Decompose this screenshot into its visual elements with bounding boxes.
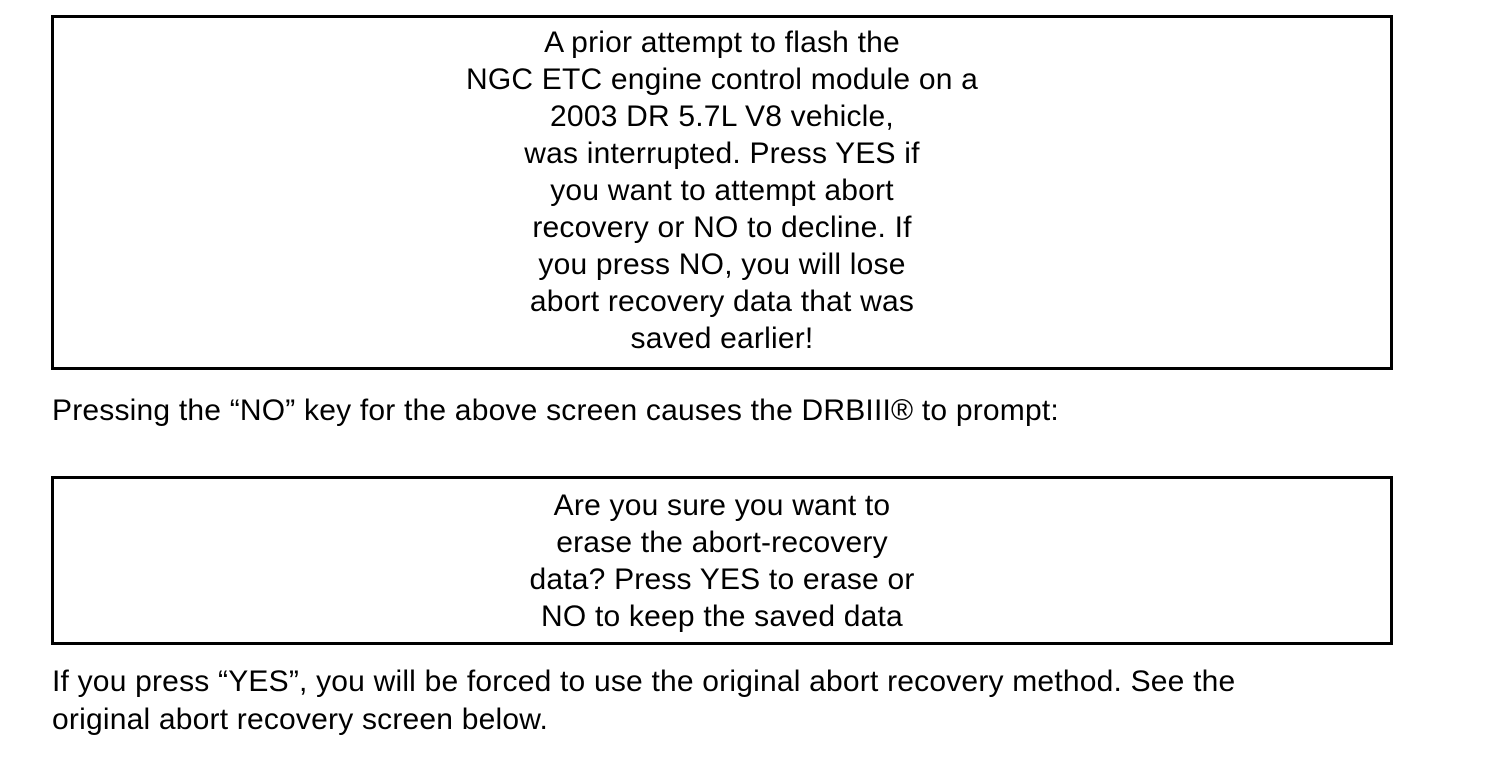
- screen-line: you press NO, you will lose: [538, 248, 906, 281]
- screen-line: A prior attempt to flash the: [544, 26, 900, 59]
- drb-screen-box-erase-confirmation: Are you sure you want to erase the abort…: [51, 476, 1393, 645]
- footer-paragraph-line: If you press “YES”, you will be forced t…: [52, 665, 1236, 698]
- screen-line: abort recovery data that was: [529, 285, 915, 318]
- screen-line: was interrupted. Press YES if: [524, 137, 920, 170]
- screen-line: recovery or NO to decline. If: [532, 211, 912, 244]
- screen-line: Are you sure you want to: [553, 489, 891, 522]
- footer-paragraph: If you press “YES”, you will be forced t…: [52, 663, 1235, 739]
- screen-line: 2003 DR 5.7L V8 vehicle,: [550, 100, 894, 133]
- screen-line: erase the abort-recovery: [556, 526, 888, 559]
- screen-line: NO to keep the saved data: [541, 600, 903, 633]
- screen-line: data? Press YES to erase or: [529, 563, 915, 596]
- screen-line: NGC ETC engine control module on a: [465, 63, 979, 96]
- screen-line: you want to attempt abort: [550, 174, 894, 207]
- between-paragraph: Pressing the “NO” key for the above scre…: [52, 394, 1059, 427]
- footer-paragraph-line: original abort recovery screen below.: [52, 703, 548, 736]
- screen-line: saved earlier!: [630, 322, 814, 355]
- drb-screen-box-abort-recovery-prompt: A prior attempt to flash the NGC ETC eng…: [51, 15, 1393, 370]
